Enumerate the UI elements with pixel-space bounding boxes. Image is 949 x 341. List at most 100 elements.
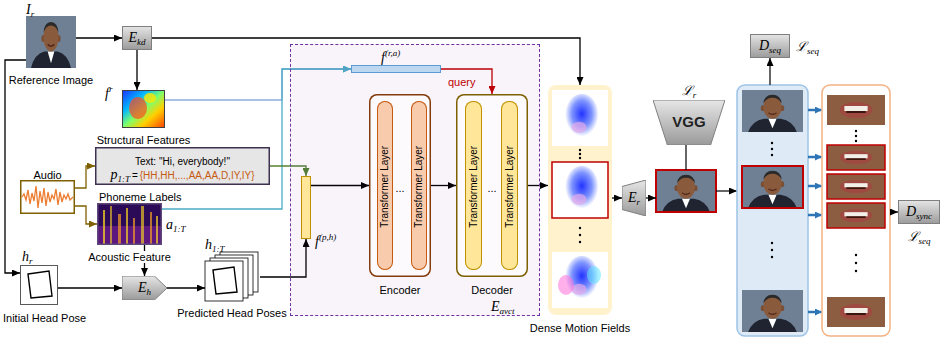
node-text: avct <box>500 306 515 316</box>
node-text: kd <box>137 37 146 47</box>
node-text: Transformer Layer <box>468 146 480 228</box>
node-text: {HH,HH,...,AA,AA,D,IY,IY} <box>140 170 255 181</box>
label-group: Dseq <box>750 34 790 58</box>
node-text: r <box>31 9 35 19</box>
label-group: Ekd <box>122 26 152 50</box>
encoder-block: Ekd <box>122 26 152 50</box>
text-line: hr <box>22 247 33 266</box>
text-line: ℒseq <box>908 227 931 246</box>
vgg-block: ℒrVGG <box>653 100 725 145</box>
node-text: r <box>637 197 641 207</box>
text-line: f(p,h) <box>315 232 336 250</box>
text-line: Dsync <box>906 202 932 221</box>
node-text: ... <box>487 182 496 194</box>
head-pose-box: hrInitial Head Pose <box>20 265 58 305</box>
label-group: Decoder <box>471 280 513 298</box>
label-group: ℒseq <box>908 227 931 246</box>
transformer-layer: Transformer Layer <box>501 101 518 270</box>
node-text: Phoneme Labels <box>99 191 182 203</box>
label-group: Phoneme Labels <box>99 187 182 205</box>
label-group: Predicted Head Poses <box>177 303 286 321</box>
label-group: Transformer Layer <box>465 101 482 270</box>
text-line: Encoder <box>380 280 421 298</box>
label-group: Transformer Layer <box>377 101 393 270</box>
node-text: h <box>22 249 29 264</box>
node-text: D <box>906 204 916 219</box>
feature-vector: f(r,a) <box>351 65 441 73</box>
node-text: Decoder <box>471 284 513 296</box>
text-line: p1:T={HH,HH,...,AA,AA,D,IY,IY} <box>110 165 254 184</box>
reference-image: IrReference Image <box>26 16 76 68</box>
label-group: Acoustic Feature <box>86 247 173 265</box>
label-group: Dense Motion Fields <box>530 318 630 336</box>
label-group: Initial Head Pose <box>3 308 86 326</box>
node-text: seq <box>919 236 931 246</box>
node-text: E <box>128 30 137 45</box>
node-text: = <box>132 170 138 181</box>
connector <box>58 287 122 288</box>
node-text: E <box>138 280 147 295</box>
text-line: Structural Features <box>97 130 191 148</box>
connector <box>136 50 137 90</box>
label-group: ℒseq <box>796 37 819 56</box>
node-text: Acoustic Feature <box>86 251 173 263</box>
label-group: Ir <box>26 0 34 19</box>
node-text: VGG <box>672 113 705 130</box>
node-text: 1:T <box>173 224 186 234</box>
connector <box>76 37 122 38</box>
renderer-block: Er <box>622 180 646 216</box>
label-group: Audio <box>33 165 61 183</box>
node-text: f <box>105 86 109 101</box>
connector <box>75 206 97 224</box>
motion-panel: Dense Motion Fields <box>548 85 612 315</box>
label-group: p1:T={HH,HH,...,AA,AA,D,IY,IY} <box>95 165 270 184</box>
node-text: r <box>109 84 113 94</box>
label-group: hr <box>22 247 33 266</box>
label-group: Transformer Layer <box>411 101 427 270</box>
text-line: Text: "Hi, everybody!" <box>135 151 230 169</box>
node-text: Reference Image <box>9 74 93 86</box>
transformer-layer: Transformer Layer <box>411 101 427 270</box>
text-line: ℒseq <box>796 37 819 56</box>
label-group: Reference Image <box>9 70 93 88</box>
node-text: (r,a) <box>385 48 400 58</box>
connector <box>75 166 95 188</box>
text-line: Dseq <box>759 36 781 55</box>
text-line: Transformer Layer <box>378 176 460 194</box>
label-group: Er <box>622 180 646 216</box>
node-text: D <box>759 38 769 53</box>
label-group: fr <box>105 84 112 102</box>
block-outline <box>122 276 167 300</box>
node-text: Transformer Layer <box>413 146 425 228</box>
node-text: ℒ <box>796 39 807 54</box>
node-text: E <box>628 190 637 205</box>
node-text: Text: "Hi, everybody!" <box>135 156 230 167</box>
node-text: r <box>29 256 33 266</box>
node-text: Predicted Head Poses <box>177 307 286 319</box>
label-group: ... <box>487 178 496 196</box>
text-line: Reference Image <box>9 70 93 88</box>
node-text: Structural Features <box>97 134 191 146</box>
text-line: ℒr <box>682 81 697 100</box>
discriminator-box: Dseqℒseq <box>750 34 790 58</box>
text-line: ... <box>487 178 496 196</box>
discriminator-box: Dsyncℒseq <box>898 200 940 224</box>
label-group: ... <box>395 178 404 196</box>
label-group: Eh <box>122 276 167 300</box>
node-text: a <box>166 217 173 232</box>
text-line: Dense Motion Fields <box>530 318 630 336</box>
node-text: f <box>381 50 385 65</box>
text-line: Initial Head Pose <box>3 308 86 326</box>
label-group: Dsync <box>898 200 940 224</box>
text-line: ... <box>395 178 404 196</box>
text-line: fr <box>105 84 112 102</box>
text-line: Predicted Head Poses <box>177 303 286 321</box>
label-group: Encoder <box>380 280 421 298</box>
feature-map: frStructural Features <box>122 90 165 128</box>
node-text: r <box>693 90 697 100</box>
text-line: Ir <box>26 0 34 19</box>
text-line: Eavct <box>491 297 515 316</box>
encoder-block: Eh <box>122 276 167 300</box>
connector <box>5 60 26 273</box>
